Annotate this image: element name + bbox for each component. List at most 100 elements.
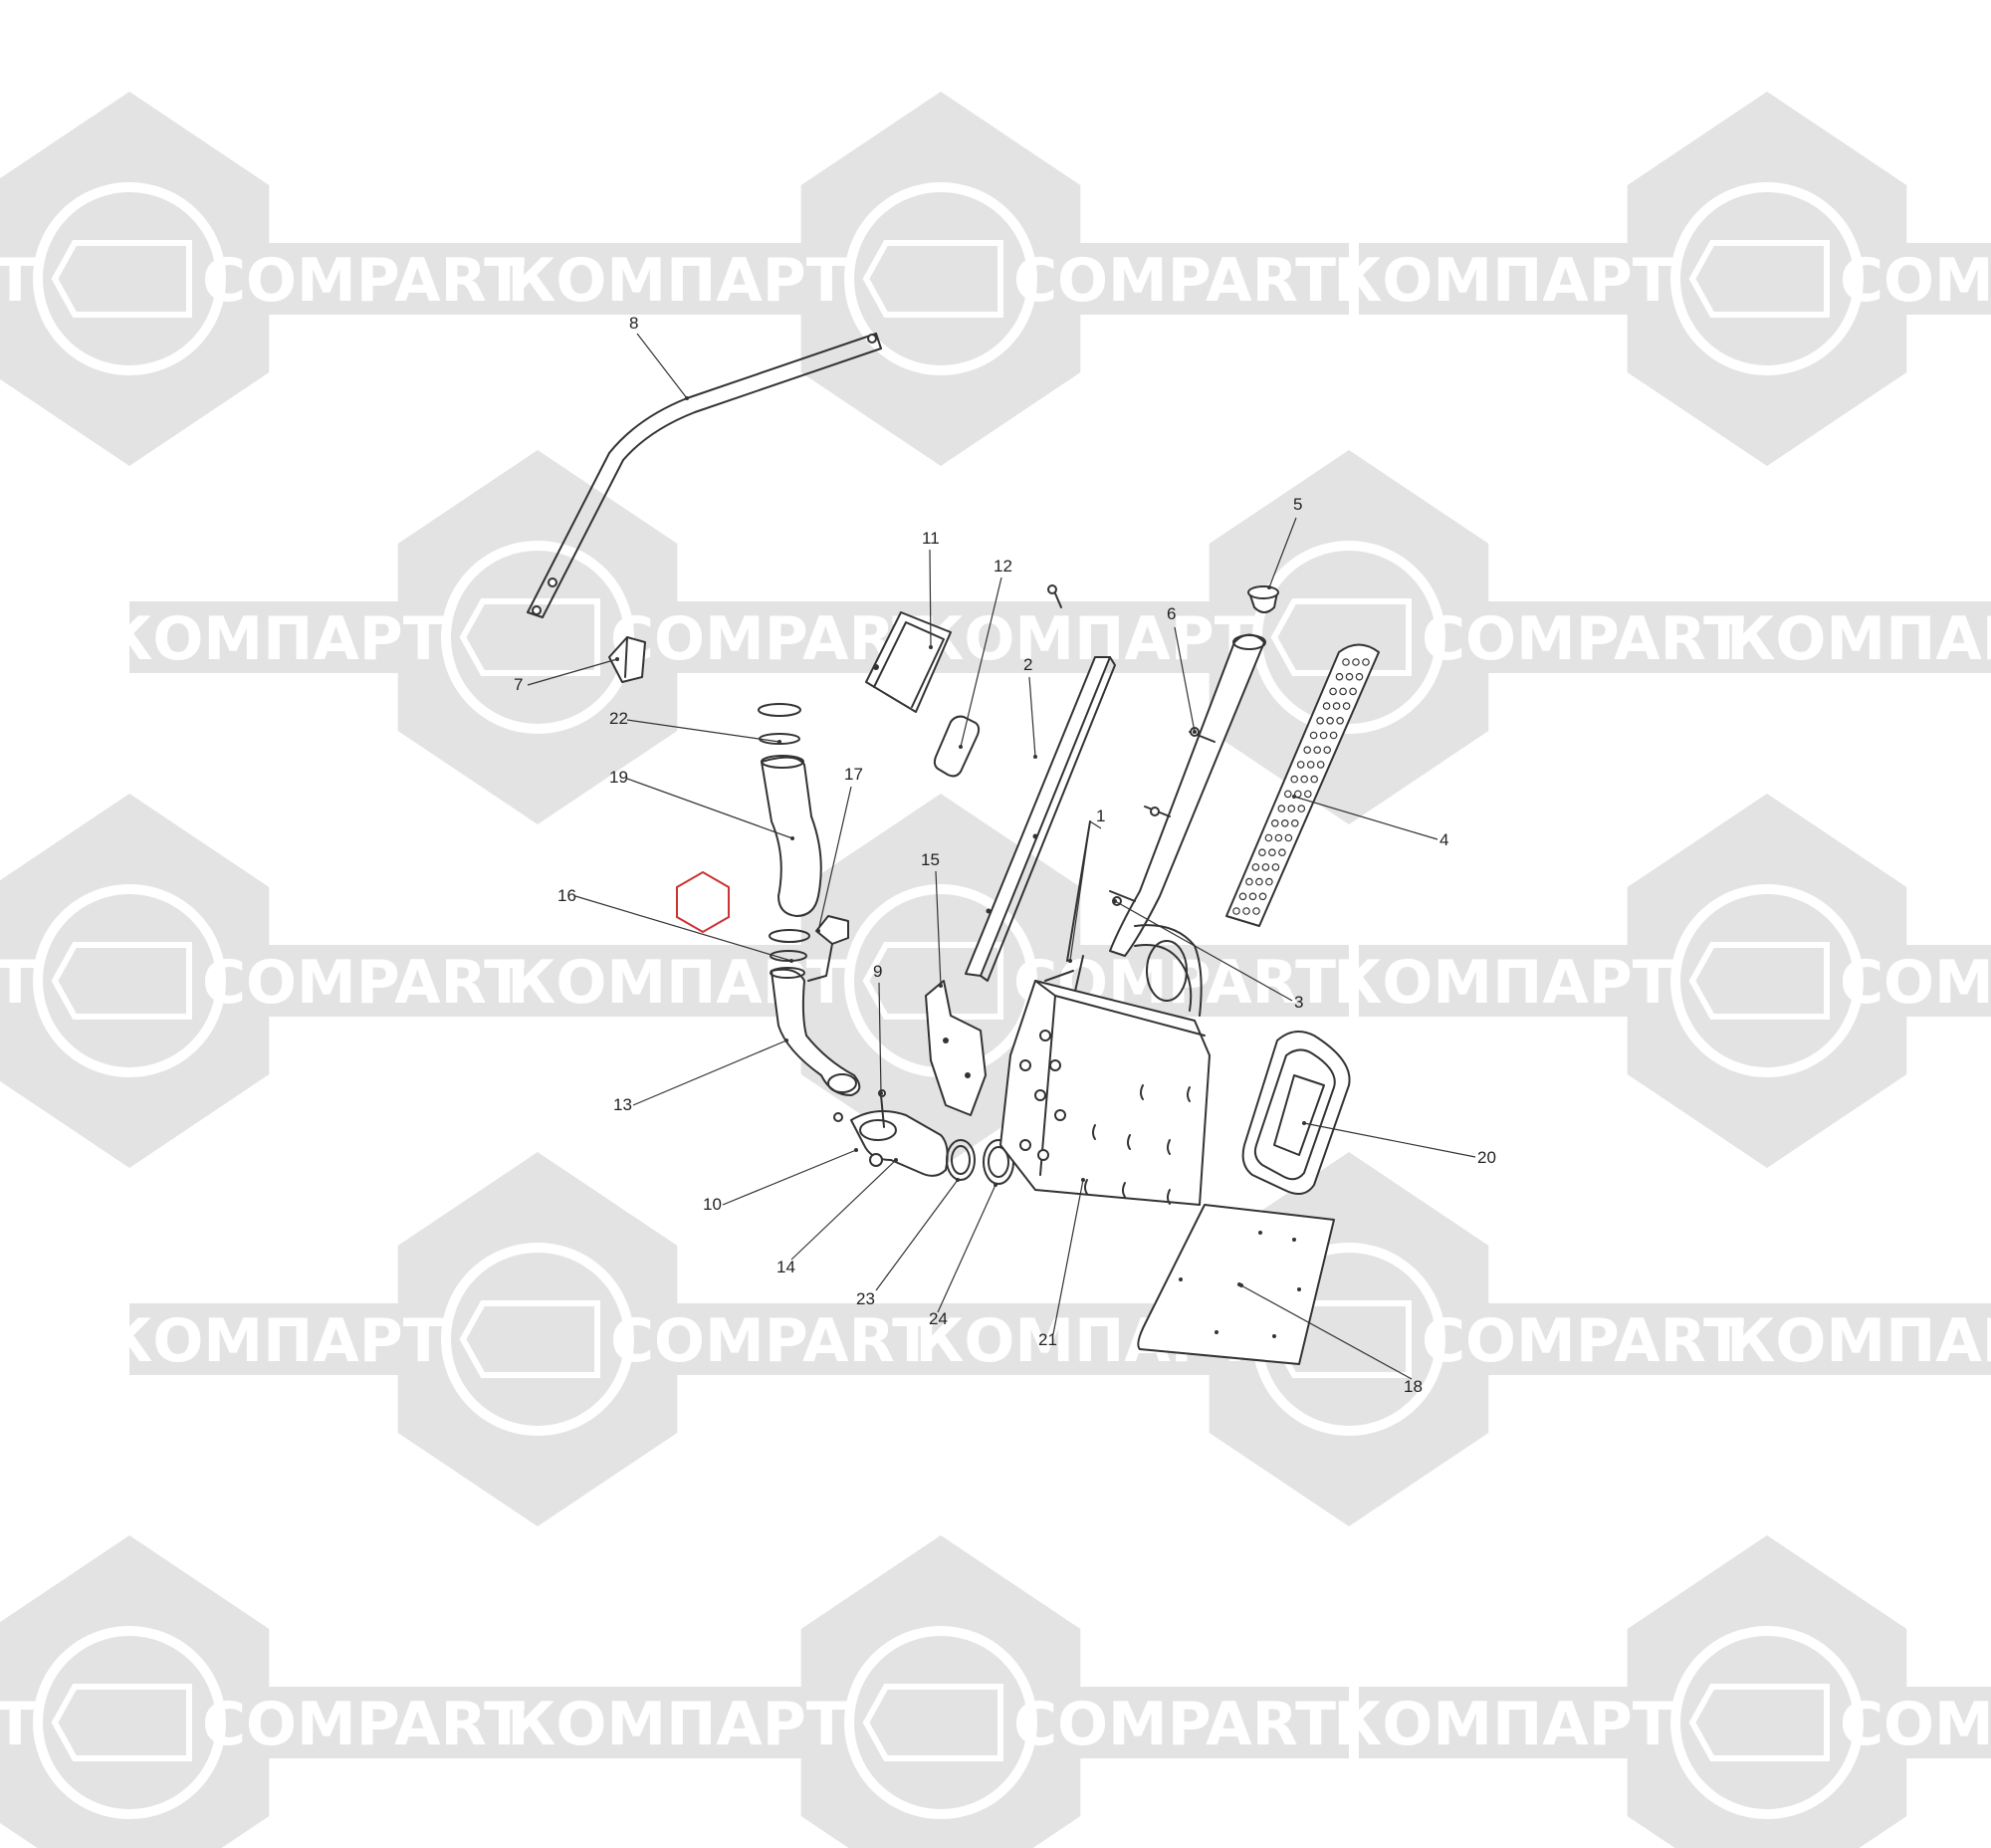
part-5-end-cap [1247, 585, 1279, 613]
part-6-tall-tube [1109, 633, 1266, 957]
callout-19: 19 [609, 768, 628, 787]
perforation-hole [1277, 805, 1286, 812]
hook [1084, 1179, 1088, 1195]
watermark-cyrillic: КОМПАРТ [1333, 948, 1672, 1018]
leader-dot [790, 836, 794, 840]
callout-8: 8 [629, 314, 638, 333]
callout-3: 3 [1294, 993, 1303, 1012]
leader-line-19 [626, 778, 793, 839]
leader-dot [784, 1039, 788, 1042]
perforation-hole [1339, 687, 1347, 696]
leader-line-22 [626, 719, 780, 743]
callout-4: 4 [1439, 830, 1448, 849]
watermark-latin: COMPART [1013, 246, 1336, 316]
watermark-cyrillic: КОМПАРТ [104, 1306, 443, 1376]
watermark-tile: КОМПАРТ COMPART [104, 1152, 946, 1526]
callout-7: 7 [514, 675, 523, 694]
part-14-elbow [833, 1110, 949, 1177]
watermark-cyrillic: КОМПАРТ [507, 246, 846, 316]
perforation-hole [1265, 877, 1273, 886]
perforation-hole [1322, 702, 1331, 710]
perforation-hole [1261, 863, 1270, 871]
bolt-hole [1049, 1059, 1061, 1071]
leader-dot [1267, 585, 1271, 589]
watermark-cyrillic: КОМПАРТ [104, 604, 443, 674]
part-21-muffler [999, 924, 1211, 1206]
hexagon-marker-icon [676, 870, 730, 934]
leader-line-9 [878, 982, 882, 1094]
callout-23: 23 [856, 1289, 875, 1308]
perforation-hole [1255, 877, 1263, 886]
leader-dot [1113, 899, 1117, 903]
callout-18: 18 [1404, 1377, 1423, 1396]
perforation-hole [1290, 775, 1299, 784]
watermark-latin: COMPART [610, 1306, 933, 1376]
hook [1122, 1182, 1126, 1198]
perforation-hole [1242, 907, 1250, 915]
leader-dot [929, 645, 933, 649]
perforation-hole [1248, 892, 1257, 901]
hook [1092, 1124, 1096, 1140]
perforation-hole [1281, 818, 1289, 827]
part-23-ring [946, 1139, 976, 1181]
leader-line-8 [636, 333, 688, 399]
perforation-hole [1271, 818, 1279, 827]
leader-lines [527, 333, 1476, 1380]
leader-line-13 [632, 1040, 787, 1106]
part-2-rail [965, 656, 1116, 982]
watermark-latin: COMPART [1013, 1690, 1336, 1759]
watermark-cyrillic: КОМПАРТ [0, 1690, 36, 1759]
perforation-hole [1362, 658, 1370, 666]
leader-dot [956, 1178, 960, 1182]
perforation-hole [1310, 775, 1319, 784]
leader-line-12 [960, 577, 1002, 748]
perforation-hole [1329, 687, 1337, 696]
watermark-cyrillic: КОМПАРТ [1726, 1306, 1991, 1376]
perforation-hole [1355, 672, 1364, 681]
leader-line-6 [1174, 626, 1196, 733]
part-15-mounting-plate [925, 980, 987, 1116]
perforation-hole [1342, 702, 1351, 710]
hook [1187, 1086, 1191, 1102]
perforation-hole [1296, 761, 1305, 769]
leader-line-16 [574, 895, 792, 962]
callout-5: 5 [1293, 495, 1302, 514]
part-8-handle-bar [527, 333, 882, 618]
perforation-hole [1291, 818, 1299, 827]
part-4-perforated-shield [1225, 643, 1380, 927]
leader-line-1 [1069, 819, 1102, 962]
part-17-support-bracket [807, 915, 849, 982]
perforation-hole [1349, 687, 1357, 696]
bolt-hole [1037, 1149, 1049, 1161]
perforation-hole [1238, 892, 1247, 901]
leader-dot [1302, 1121, 1306, 1125]
part-11-cover-plate [865, 611, 952, 713]
bolt-hole [1019, 1059, 1031, 1071]
perforation-hole [1329, 731, 1338, 740]
callout-1: 1 [1096, 807, 1105, 825]
perforation-hole [1316, 761, 1325, 769]
perforation-hole [1252, 907, 1260, 915]
part-19-bent-pipe [761, 755, 822, 917]
perforation-hole [1232, 907, 1240, 915]
leader-line-23 [875, 1179, 959, 1291]
watermark-tile: КОМПАРТ COMPART [507, 92, 1349, 466]
perforation-hole [1251, 863, 1260, 871]
watermark-cyrillic: КОМПАРТ [1333, 1690, 1672, 1759]
leader-dot [994, 1183, 997, 1187]
leader-dot [1237, 1282, 1241, 1286]
perforation-hole [1303, 746, 1312, 755]
callout-9: 9 [873, 962, 882, 981]
leader-dot [894, 1158, 898, 1162]
perforation-hole [1287, 805, 1296, 812]
part-13-lower-pipe [770, 967, 861, 1096]
perforation-hole [1268, 848, 1276, 857]
exploded-parts [527, 333, 1380, 1365]
hook [1167, 1189, 1171, 1205]
perforation-hole [1245, 877, 1253, 886]
